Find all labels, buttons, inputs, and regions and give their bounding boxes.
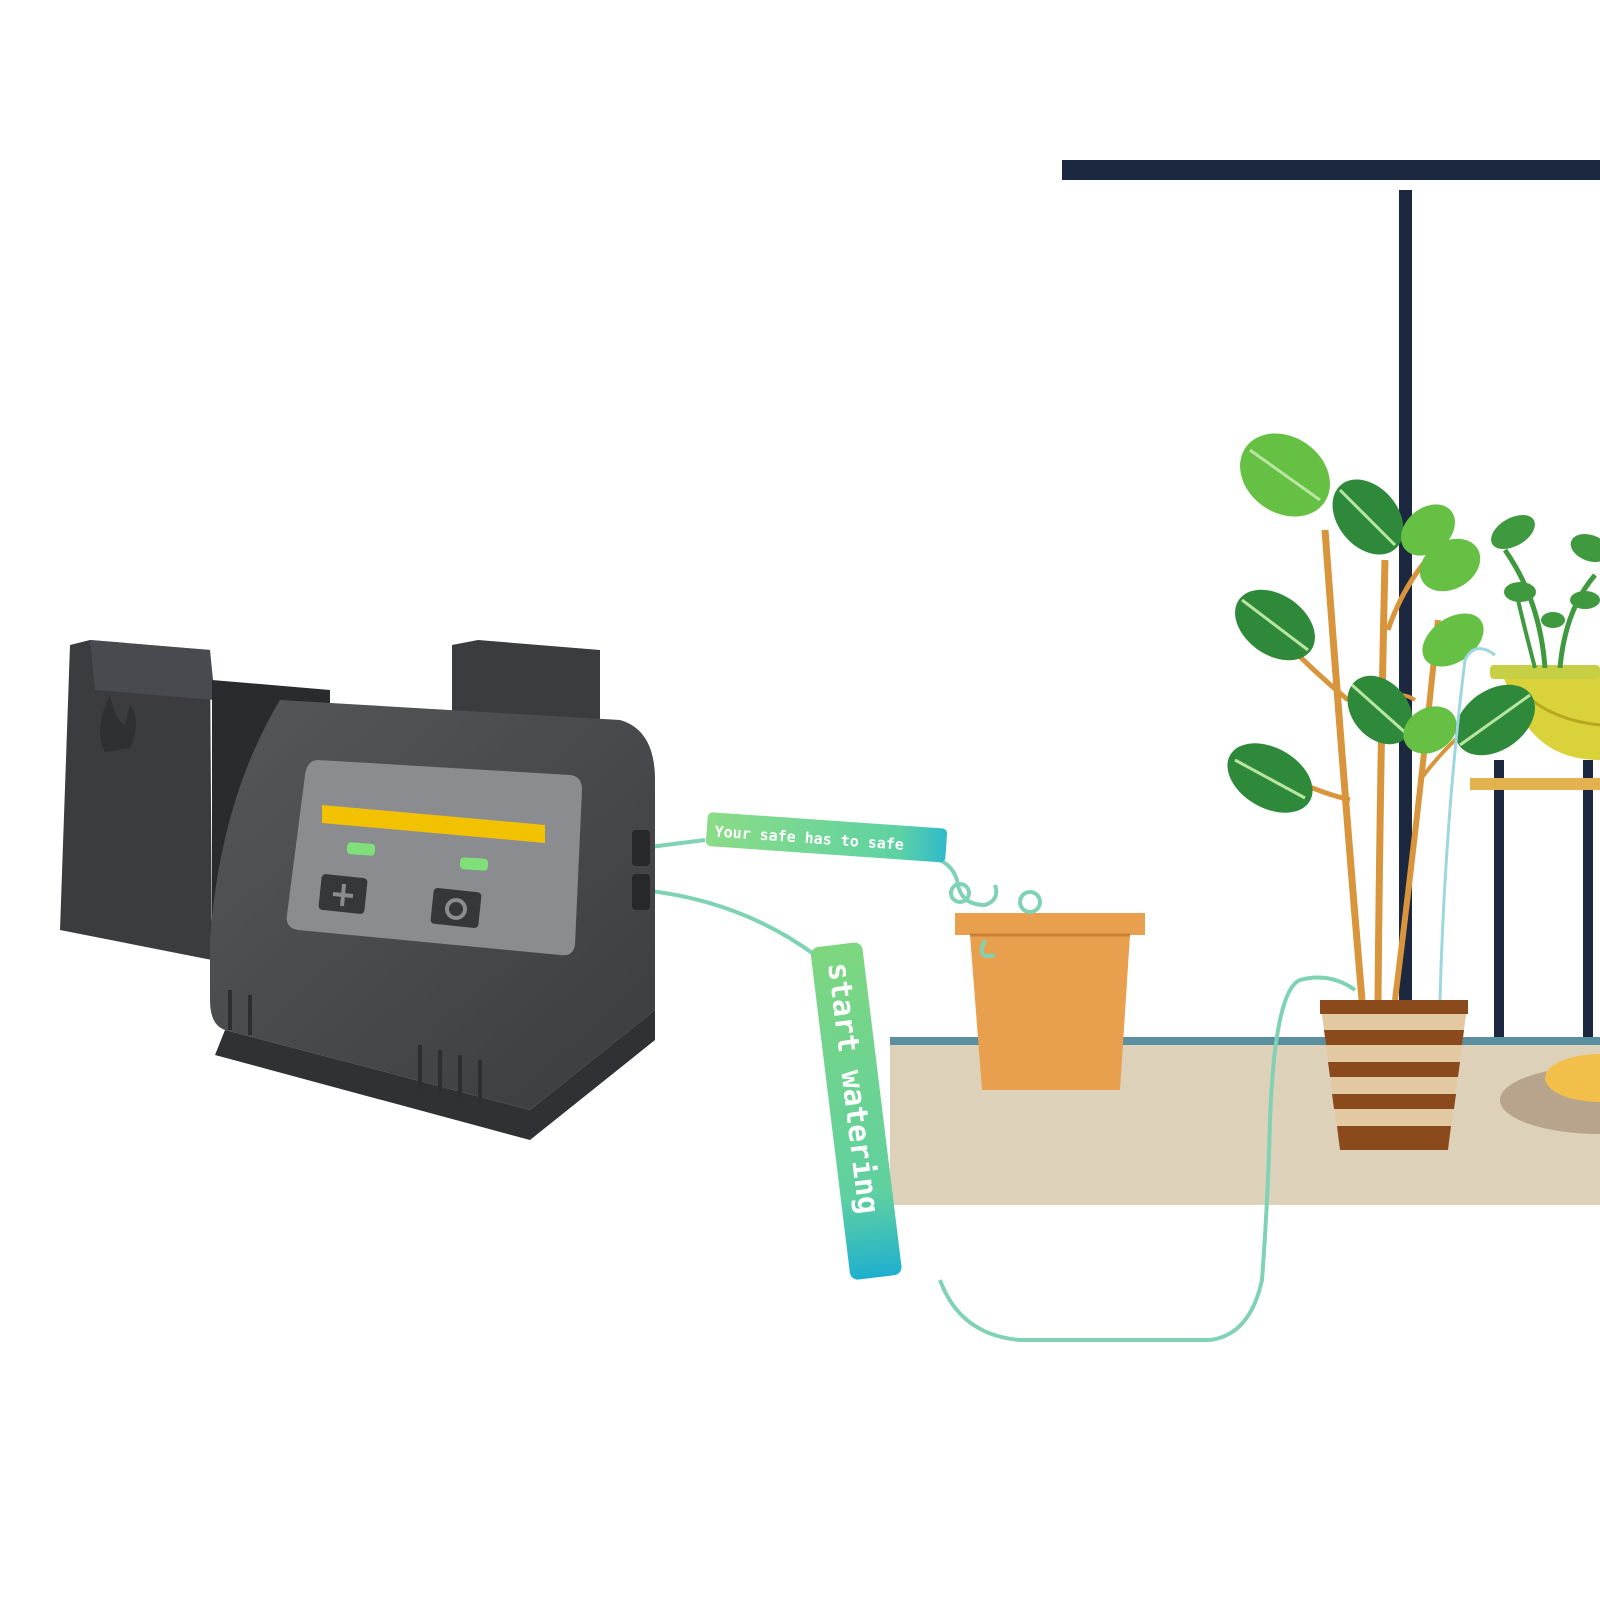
leaf: [1567, 529, 1600, 567]
plus-button[interactable]: [318, 874, 368, 915]
stand-leg: [1494, 760, 1504, 1050]
leaf: [1413, 602, 1494, 677]
lower-tube-label: start watering: [810, 942, 902, 1281]
watering-device: [60, 640, 655, 1140]
outlet-port-bottom: [632, 874, 650, 910]
lower-tube-start: [642, 890, 815, 955]
stand-leg-right: [1583, 760, 1593, 1050]
outlet-port-top: [632, 830, 650, 866]
leaf: [1504, 582, 1536, 602]
leaf: [1485, 508, 1541, 556]
striped-pot: [1320, 1000, 1468, 1150]
leaf: [1570, 591, 1600, 609]
leaf: [1541, 612, 1565, 628]
orange-pot-body: [970, 935, 1130, 1090]
settings-button[interactable]: [430, 888, 482, 929]
indicator-led-right: [460, 857, 489, 871]
stand-shelf: [1470, 778, 1600, 790]
device-panel: [287, 760, 582, 955]
indicator-led-left: [347, 842, 376, 856]
top-rail: [1062, 160, 1600, 180]
orange-pot-rim: [955, 913, 1145, 935]
mounting-clip-right: [452, 640, 600, 720]
upper-tube-label: Your safe has to safe: [706, 812, 948, 863]
